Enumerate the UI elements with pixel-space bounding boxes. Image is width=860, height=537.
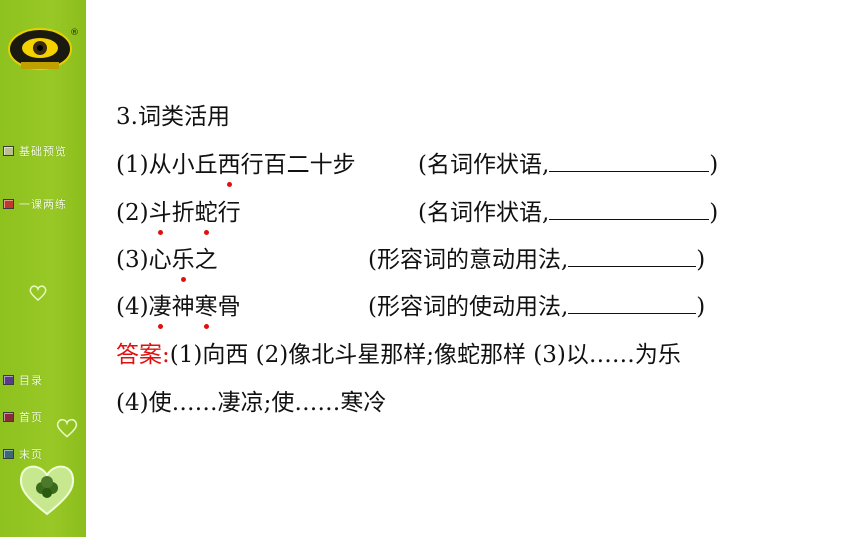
nav-item-last[interactable]: 末页 — [3, 446, 43, 462]
item-text: 之 — [194, 247, 218, 273]
logo — [8, 28, 72, 70]
note-close: ) — [709, 200, 719, 226]
registered-mark: ® — [70, 28, 79, 38]
note-close: ) — [696, 294, 706, 320]
nav-item-practice[interactable]: 一课两练 — [3, 196, 67, 212]
item-text: 行 — [217, 200, 241, 226]
item-number: (1) — [116, 152, 149, 178]
nav-label: 首页 — [19, 411, 43, 424]
answer-blank[interactable] — [549, 150, 710, 172]
dotted-char: 斗 — [148, 200, 172, 235]
nav-label: 基础预览 — [19, 145, 67, 158]
item-2-note: (名词作状语,) — [418, 198, 718, 228]
item-text: 骨 — [217, 294, 241, 320]
item-text: 心 — [148, 247, 172, 273]
section-heading: 3.词类活用 — [116, 104, 230, 130]
item-number: (3) — [116, 247, 149, 273]
answer-blank[interactable] — [568, 292, 697, 314]
answer-blank[interactable] — [568, 245, 697, 267]
nav-item-preview[interactable]: 基础预览 — [3, 143, 67, 159]
answer-blank[interactable] — [549, 198, 710, 220]
square-icon — [3, 412, 14, 422]
square-icon — [3, 146, 14, 156]
nav-item-home[interactable]: 首页 — [3, 409, 43, 425]
nav-label: 目录 — [19, 374, 43, 387]
heart-icon — [29, 285, 47, 301]
item-1-note: (名词作状语,) — [418, 150, 718, 180]
item-text: 折 — [171, 200, 195, 226]
item-number: (2) — [116, 200, 149, 226]
note-text: (形容词的意动用法, — [368, 247, 569, 273]
item-1: (1)从小丘西行百二十步 — [116, 150, 356, 187]
answer-text: (1)向西 (2)像北斗星那样;像蛇那样 (3)以……为乐 — [169, 342, 681, 368]
dotted-char: 凄 — [148, 294, 172, 329]
dotted-char: 西 — [217, 152, 241, 187]
answer-line-1: 答案:(1)向西 (2)像北斗星那样;像蛇那样 (3)以……为乐 — [116, 340, 681, 370]
note-text: (名词作状语, — [418, 200, 550, 226]
item-text: 行百二十步 — [240, 152, 356, 178]
item-3-note: (形容词的意动用法,) — [368, 245, 705, 275]
item-2: (2)斗折蛇行 — [116, 198, 241, 235]
dotted-char: 蛇 — [194, 200, 218, 235]
item-number: (4) — [116, 294, 149, 320]
item-text: 从小丘 — [148, 152, 218, 178]
item-text: 神 — [171, 294, 195, 320]
square-icon — [3, 449, 14, 459]
dotted-char: 寒 — [194, 294, 218, 329]
square-icon — [3, 199, 14, 209]
note-text: (名词作状语, — [418, 152, 550, 178]
nav-item-contents[interactable]: 目录 — [3, 372, 43, 388]
answer-label: 答案: — [116, 342, 170, 368]
item-4-note: (形容词的使动用法,) — [368, 292, 705, 322]
nav-label: 末页 — [19, 448, 43, 461]
heart-icon — [56, 418, 78, 438]
clover-heart-icon — [19, 465, 75, 516]
nav-label: 一课两练 — [19, 198, 67, 211]
dotted-char: 乐 — [171, 247, 195, 282]
square-icon — [3, 375, 14, 385]
item-4: (4)凄神寒骨 — [116, 292, 241, 329]
answer-line-2: (4)使……凄凉;使……寒冷 — [116, 390, 387, 416]
sidebar: ® 基础预览 一课两练 目录 首页 末页 — [0, 0, 86, 537]
note-close: ) — [696, 247, 706, 273]
note-close: ) — [709, 152, 719, 178]
note-text: (形容词的使动用法, — [368, 294, 569, 320]
item-3: (3)心乐之 — [116, 245, 218, 282]
